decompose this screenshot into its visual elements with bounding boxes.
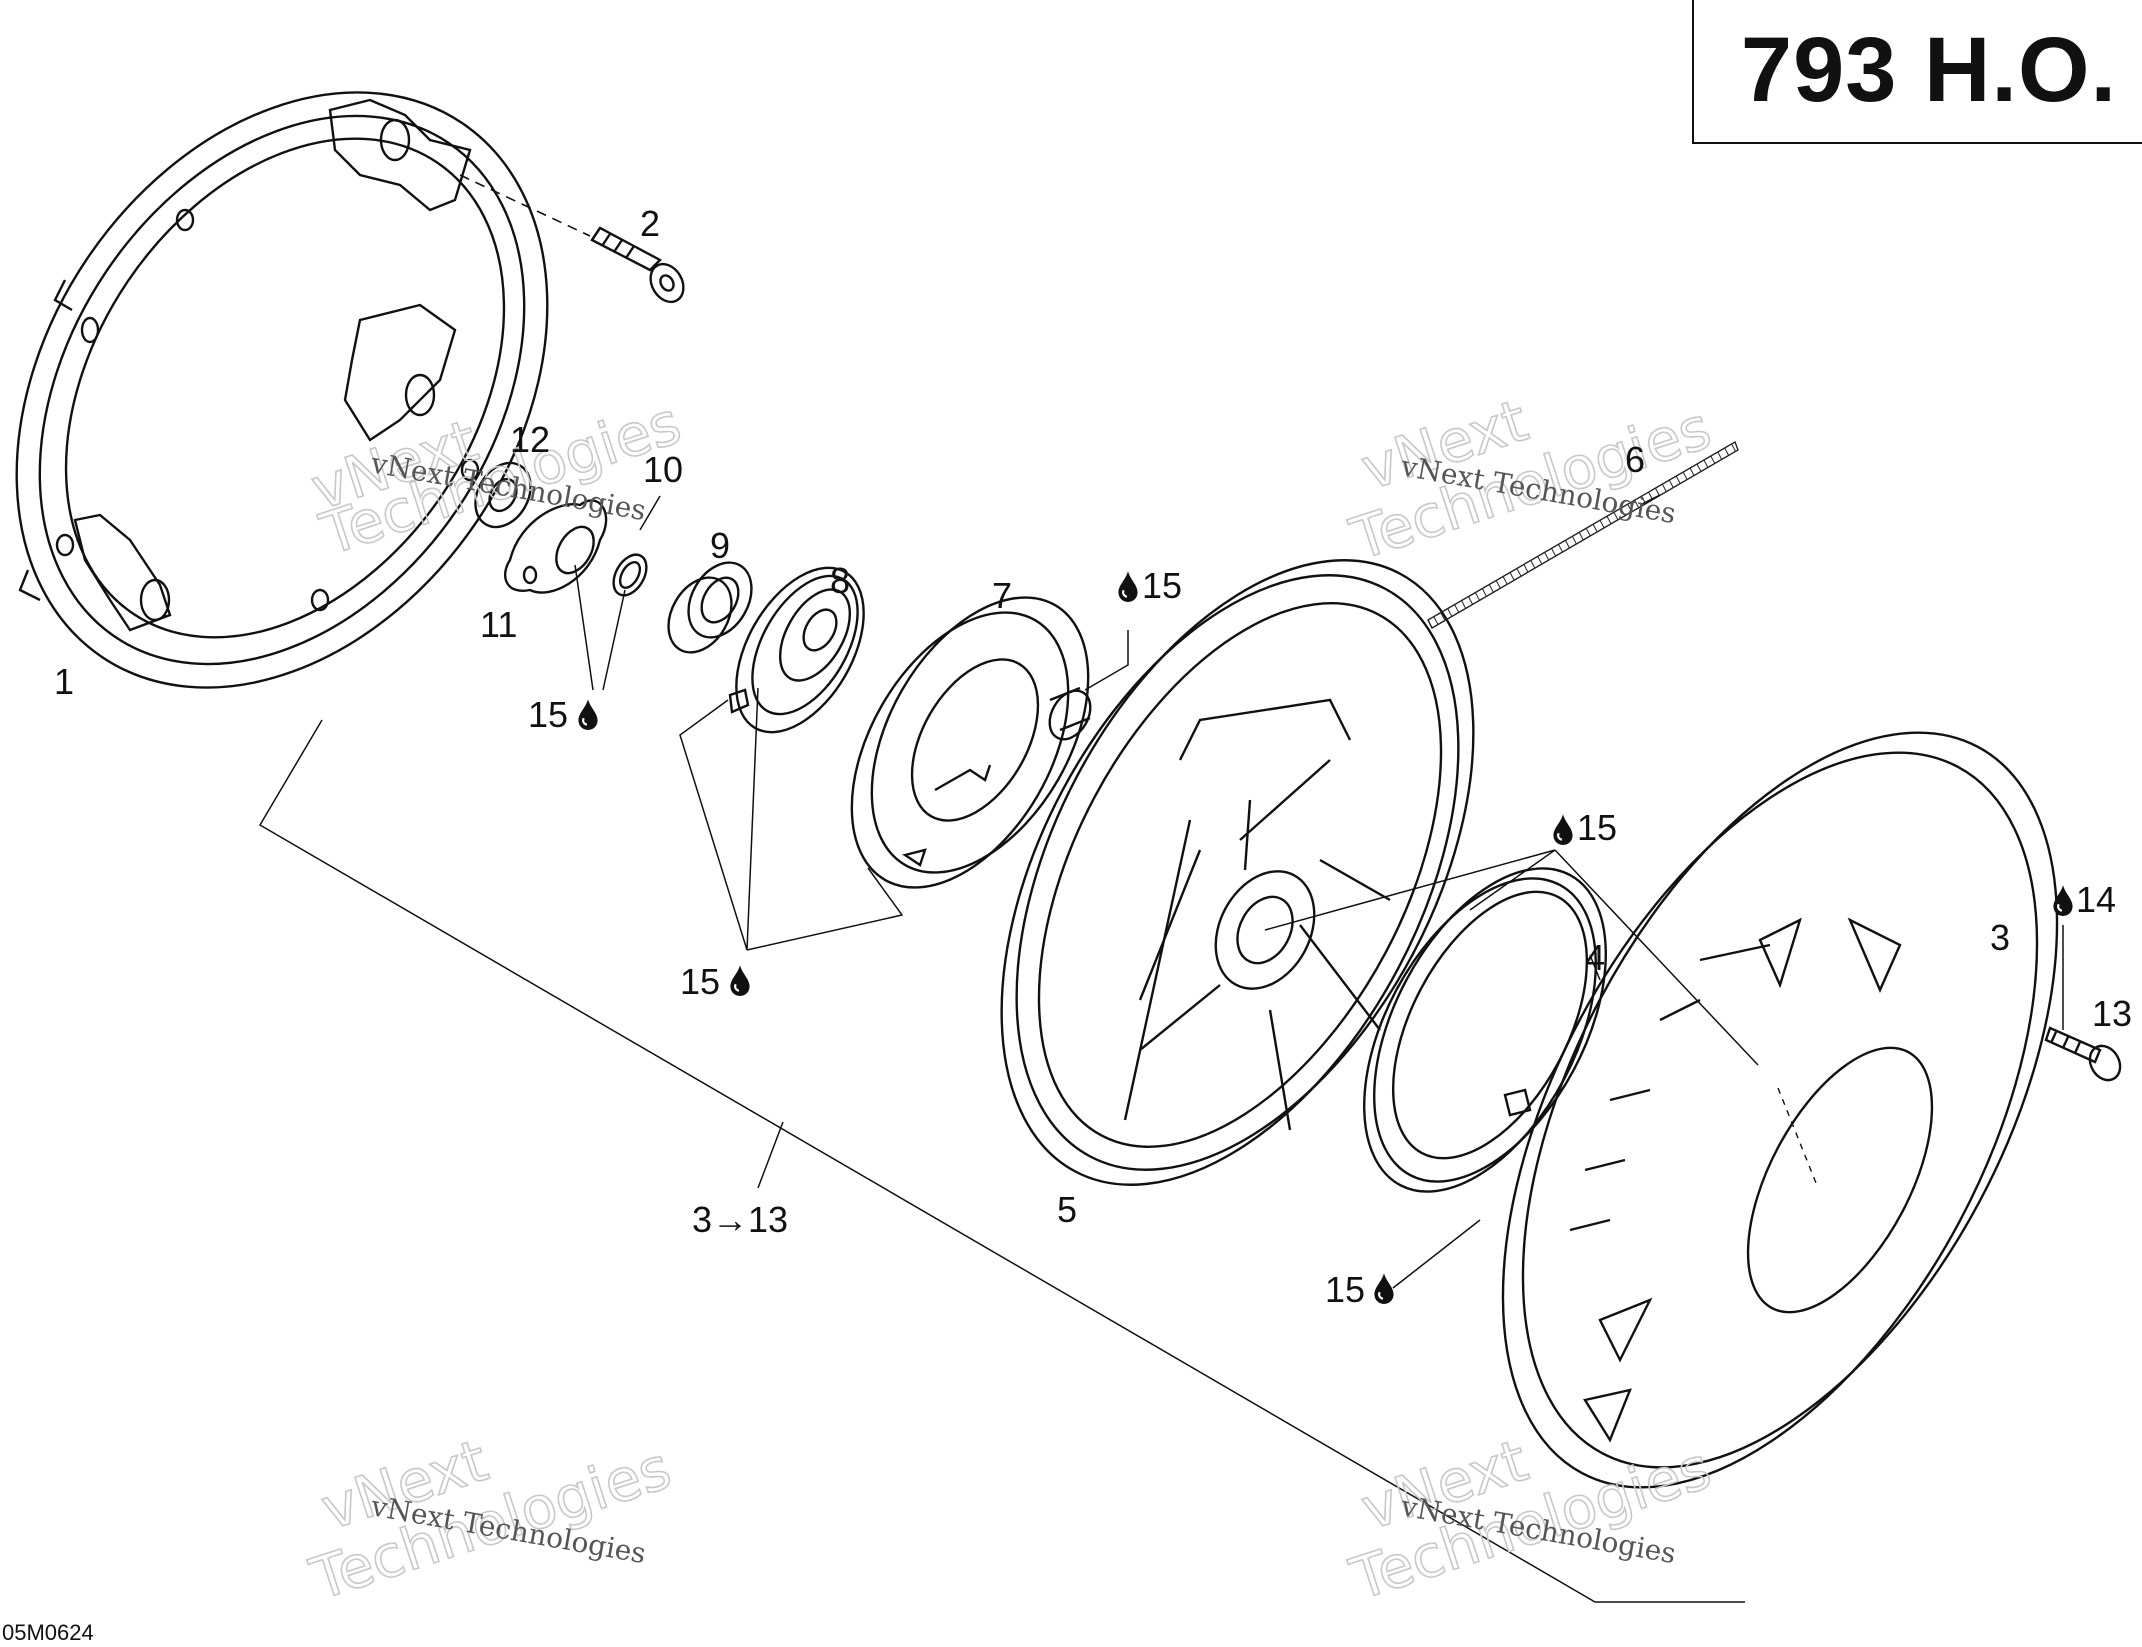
callout-15-c: 15 — [1142, 565, 1182, 606]
part-11-plate — [503, 499, 608, 594]
callout-8: 8 — [830, 560, 850, 601]
part-9-spacer — [667, 561, 753, 654]
callout-15-a: 15 — [528, 694, 568, 735]
oil-drop-icon — [729, 964, 751, 996]
oil-drop-icon — [577, 698, 599, 730]
model-title-box: 793 H.O. — [1692, 0, 2142, 144]
watermark-bottom-left: vNext Technologies vNext Technologies — [302, 1425, 680, 1614]
part-7-pawl-plate — [850, 596, 1092, 889]
callout-1: 1 — [54, 661, 74, 702]
model-title: 793 H.O. — [1740, 18, 2118, 121]
callout-12: 12 — [510, 419, 550, 460]
oil-drop-icon — [1552, 813, 1574, 845]
part-10-washer — [612, 553, 648, 597]
part-12-bushing — [474, 461, 532, 529]
callout-assembly: 3→13 — [692, 1199, 788, 1240]
callout-5: 5 — [1057, 1189, 1077, 1230]
part-13-bolt — [2044, 1026, 2122, 1082]
part-8-pawl-spring — [728, 566, 865, 734]
oil-drop-icon — [1373, 1272, 1395, 1304]
part-3-cover — [1501, 731, 2059, 1489]
callout-2: 2 — [640, 203, 660, 244]
callout-9: 9 — [710, 525, 730, 566]
callout-3: 3 — [1990, 917, 2010, 958]
callout-7: 7 — [992, 575, 1012, 616]
watermark-top-right: vNext Technologies vNext Technologies — [1342, 385, 1720, 574]
oil-drop-icon — [1117, 570, 1139, 602]
part-2-screw — [590, 226, 685, 304]
callout-15-e: 15 — [1325, 1269, 1365, 1310]
callout-10: 10 — [643, 449, 683, 490]
watermark-top-left: vNext Technologies vNext Technologies — [303, 388, 690, 570]
drawing-reference: 05M0624 — [2, 1620, 94, 1642]
callout-15-b: 15 — [680, 961, 720, 1002]
callout-11: 11 — [480, 604, 517, 645]
callout-14: 14 — [2076, 879, 2116, 920]
leader-lines — [258, 494, 2064, 1603]
callout-6: 6 — [1625, 439, 1645, 480]
part-5-pulley — [1000, 559, 1475, 1186]
callout-4: 4 — [1585, 937, 1605, 978]
part-4-spring — [1363, 867, 1607, 1193]
part-1-housing — [15, 91, 549, 689]
callout-13: 13 — [2092, 993, 2132, 1034]
watermark-bottom-right: vNext Technologies vNext Technologies — [1342, 1425, 1720, 1614]
callout-15-d: 15 — [1577, 807, 1617, 848]
part-6-rope — [1427, 440, 1739, 629]
